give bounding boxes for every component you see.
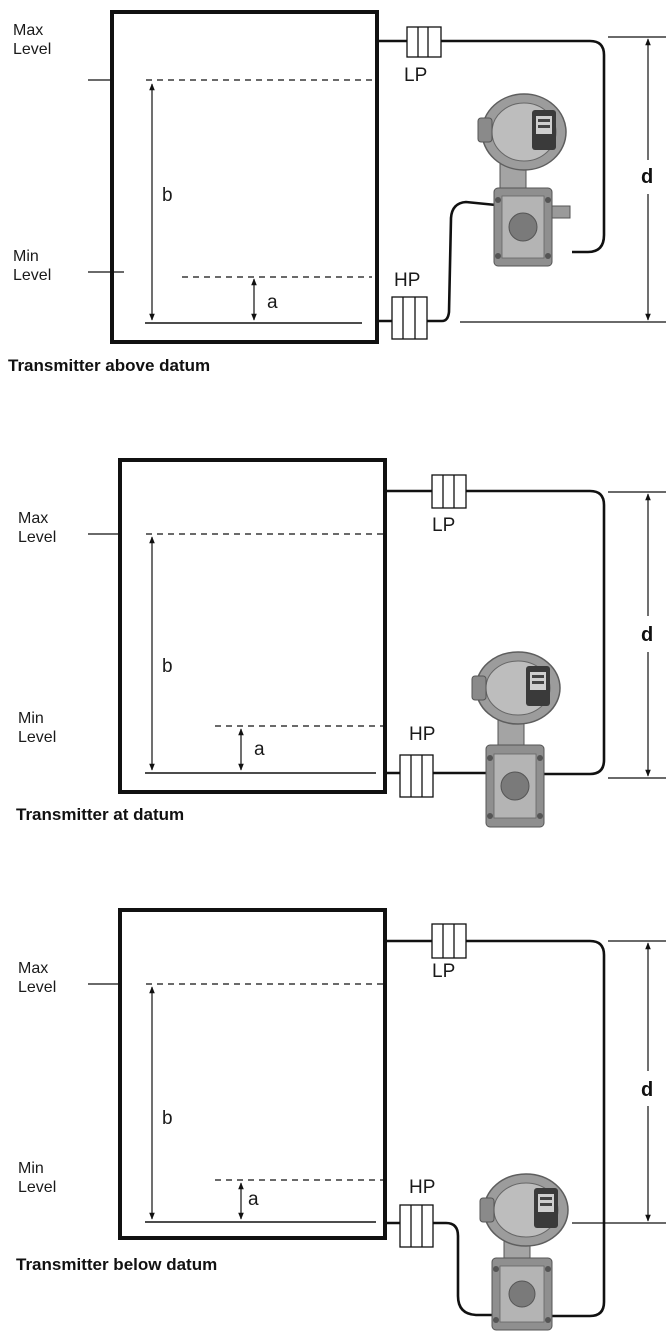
hp-pipe	[385, 1221, 492, 1317]
lp-pipe	[385, 489, 606, 776]
hp-pipe	[377, 200, 497, 323]
pressure-transmitter-icon	[471, 651, 561, 828]
panel-caption: Transmitter below datum	[16, 1255, 217, 1274]
lp-label: LP	[432, 961, 455, 982]
hp-label: HP	[409, 724, 435, 745]
tank	[110, 10, 379, 344]
lp-pipe	[377, 39, 606, 254]
span-label: b	[162, 1108, 173, 1129]
lp-label: LP	[432, 515, 455, 536]
pressure-transmitter-icon	[477, 93, 571, 267]
lp-valve	[406, 26, 442, 58]
tank	[118, 908, 387, 1240]
zero-label: a	[254, 739, 265, 760]
height-label: d	[641, 624, 653, 646]
tank	[118, 458, 387, 794]
height-label: d	[641, 1079, 653, 1101]
zero-label: a	[248, 1189, 259, 1210]
hp-valve	[391, 296, 428, 340]
panel-caption: Transmitter above datum	[8, 356, 210, 375]
hp-label: HP	[409, 1177, 435, 1198]
span-label: b	[162, 656, 173, 677]
lp-pipe	[385, 939, 606, 1318]
hp-label: HP	[394, 270, 420, 291]
hp-valve	[399, 754, 434, 798]
lp-valve	[431, 923, 467, 959]
lp-valve	[431, 474, 467, 509]
panel-caption: Transmitter at datum	[16, 805, 184, 824]
zero-label: a	[267, 292, 278, 313]
height-label: d	[641, 166, 653, 188]
hp-valve	[399, 1204, 434, 1248]
lp-label: LP	[404, 65, 427, 86]
span-label: b	[162, 185, 173, 206]
pressure-transmitter-icon	[479, 1173, 569, 1331]
